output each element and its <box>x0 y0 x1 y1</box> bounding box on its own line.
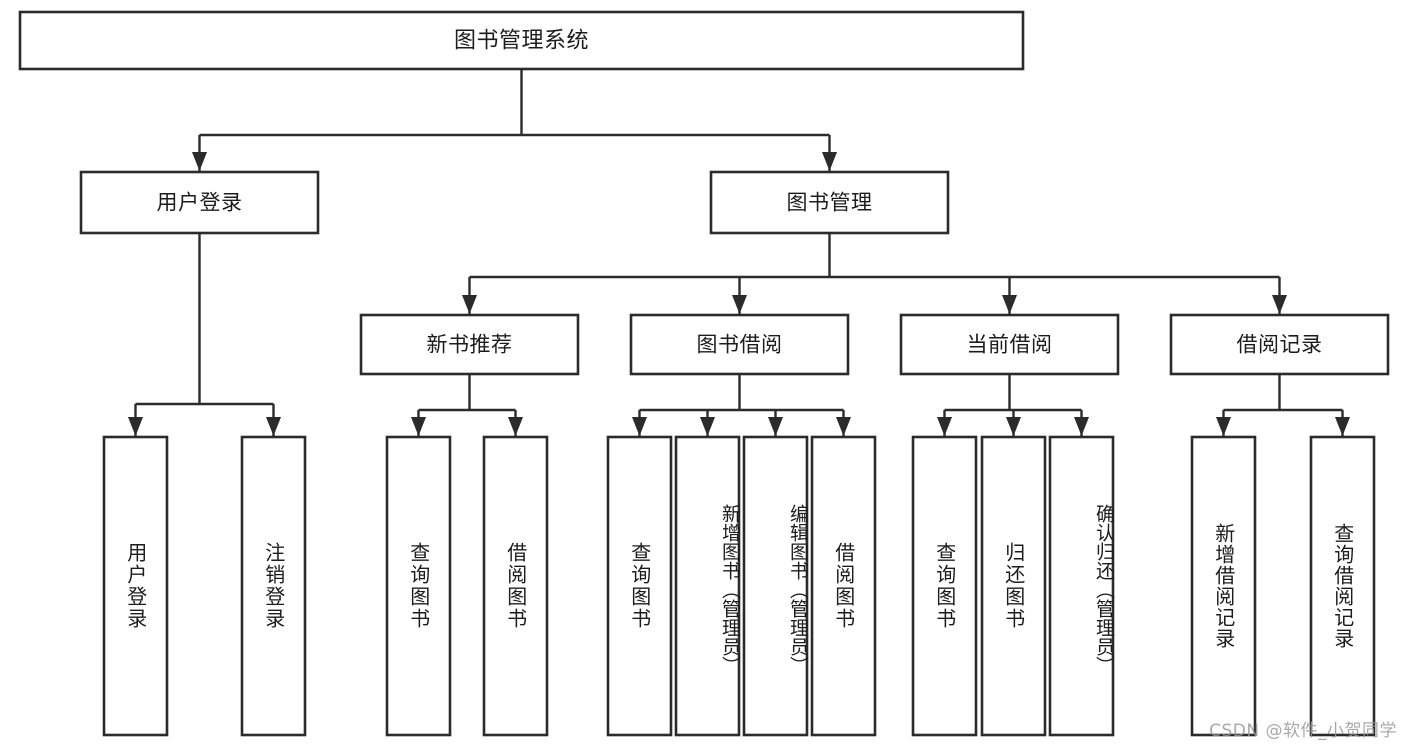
node-box-level3-1[interactable] <box>629 313 850 376</box>
node-label-level3-1: 图书借阅 <box>697 333 783 357</box>
node-box-leaf-9[interactable] <box>980 435 1047 737</box>
node-label-level2-0: 用户登录 <box>157 191 243 215</box>
arrow-head-icon <box>1006 417 1021 436</box>
arrow-head-icon <box>462 295 477 314</box>
arrow-head-icon <box>1216 417 1231 436</box>
arrow-head-icon <box>266 417 281 436</box>
arrow-head-icon <box>836 417 851 436</box>
arrow-head-icon <box>192 152 207 171</box>
node-box-level2-1[interactable] <box>709 170 950 235</box>
node-label-level3-2: 当前借阅 <box>967 333 1053 357</box>
arrow-head-icon <box>1074 417 1089 436</box>
arrow-head-icon <box>822 152 837 171</box>
connectors-layer <box>128 69 1350 436</box>
node-box-level3-0[interactable] <box>359 313 580 376</box>
arrow-head-icon <box>128 417 143 436</box>
node-box-leaf-11[interactable] <box>1190 435 1257 737</box>
arrow-head-icon <box>411 417 426 436</box>
arrow-head-icon <box>1272 295 1287 314</box>
node-box-leaf-8[interactable] <box>911 435 978 737</box>
watermark-text: CSDN @软件_小贺同学 <box>1209 721 1397 741</box>
arrow-head-icon <box>937 417 952 436</box>
node-boxes-layer <box>18 10 1390 737</box>
node-label-level3-0: 新书推荐 <box>427 333 513 357</box>
node-box-level3-3[interactable] <box>1169 313 1390 376</box>
node-box-leaf-1[interactable] <box>240 435 307 737</box>
node-box-leaf-0[interactable] <box>102 435 169 737</box>
node-box-leaf-10[interactable] <box>1048 435 1115 737</box>
node-box-leaf-2[interactable] <box>385 435 452 737</box>
arrow-head-icon <box>1335 417 1350 436</box>
arrow-head-icon <box>1002 295 1017 314</box>
arrow-head-icon <box>768 417 783 436</box>
arrow-head-icon <box>632 417 647 436</box>
node-label-root: 图书管理系统 <box>454 29 589 54</box>
node-box-leaf-5[interactable] <box>674 435 741 737</box>
node-box-level3-2[interactable] <box>899 313 1120 376</box>
node-box-root[interactable] <box>18 10 1025 71</box>
node-label-level2-1: 图书管理 <box>787 191 873 215</box>
node-box-level2-0[interactable] <box>79 170 320 235</box>
node-box-leaf-3[interactable] <box>482 435 549 737</box>
node-box-leaf-12[interactable] <box>1309 435 1376 737</box>
arrow-head-icon <box>508 417 523 436</box>
node-box-leaf-4[interactable] <box>606 435 673 737</box>
node-label-level3-3: 借阅记录 <box>1237 333 1323 357</box>
node-box-leaf-6[interactable] <box>742 435 809 737</box>
node-box-leaf-7[interactable] <box>810 435 877 737</box>
arrow-head-icon <box>732 295 747 314</box>
arrow-head-icon <box>700 417 715 436</box>
